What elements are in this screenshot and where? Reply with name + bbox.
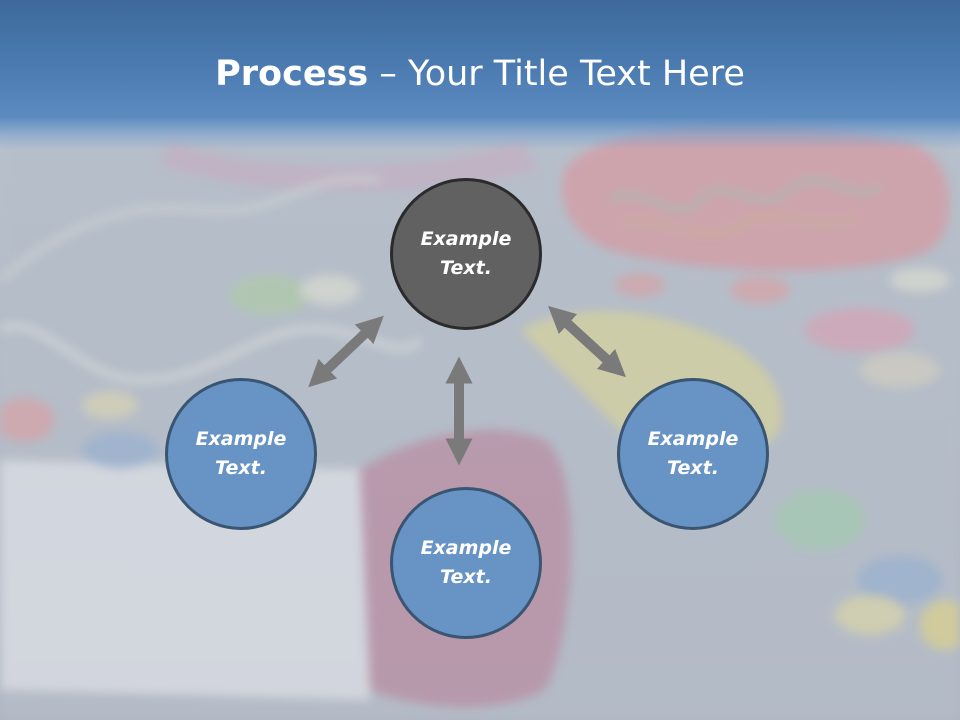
process-node-bottom: Example Text. [390,487,542,639]
process-node-bottom-label: Example Text. [420,537,512,588]
arrow-top-to-right [548,305,626,378]
title-strong: Process [215,54,369,94]
title-bar [0,0,960,150]
process-node-top-label: Example Text. [420,228,512,279]
slide-title: Process – Your Title Text Here [0,48,960,100]
process-node-right: Example Text. [617,378,769,530]
process-node-right-label: Example Text. [647,428,739,479]
process-node-left: Example Text. [165,378,317,530]
process-node-top: Example Text. [390,178,542,330]
arrow-top-to-left [308,315,384,388]
title-rest: – Your Title Text Here [368,54,745,94]
process-node-left-label: Example Text. [195,428,287,479]
